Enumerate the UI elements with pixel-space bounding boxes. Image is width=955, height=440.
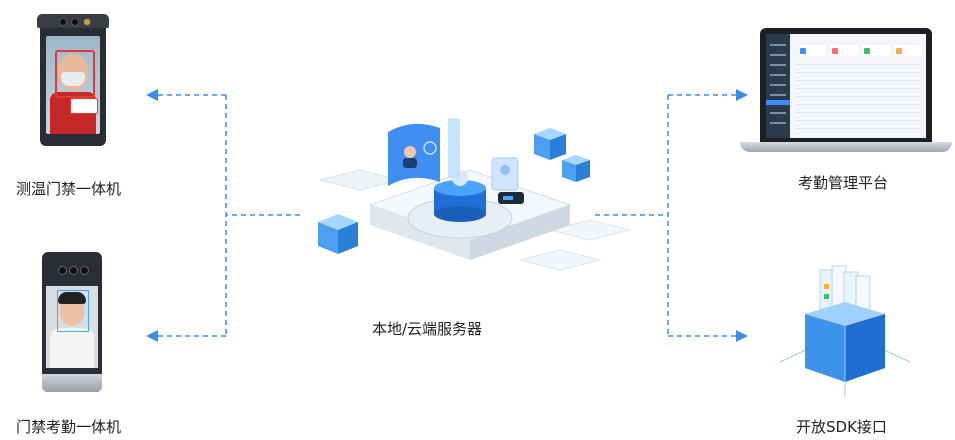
camera-icon <box>58 266 67 275</box>
temp-gate-label: 测温门禁一体机 <box>16 180 122 198</box>
sdk-label: 开放SDK接口 <box>796 418 887 436</box>
detection-frame <box>57 290 89 332</box>
temperature-tag <box>70 98 98 114</box>
person-hair <box>58 292 86 304</box>
server-label: 本地/云端服务器 <box>372 320 483 338</box>
sidebar-line <box>770 44 786 46</box>
temperature-gate-device <box>37 14 109 146</box>
floor-tile <box>519 249 601 271</box>
device-screen <box>46 286 98 368</box>
sidebar-line <box>770 112 786 114</box>
cube-icon <box>318 214 358 254</box>
box-side-left <box>805 314 845 382</box>
attendance-gate-label: 门禁考勤一体机 <box>16 418 122 436</box>
ring-icon <box>423 141 437 155</box>
table-row <box>796 104 920 105</box>
cube-icon <box>534 128 566 160</box>
laptop-screen <box>766 34 926 138</box>
sidebar-line <box>770 84 786 86</box>
sidebar-line <box>770 122 786 124</box>
profile-avatar-icon <box>404 146 416 158</box>
stat-card <box>830 46 858 56</box>
detection-frame <box>55 50 95 98</box>
file-dot <box>824 284 829 289</box>
sidebar-line <box>770 74 786 76</box>
server-platform <box>318 118 630 271</box>
table-row <box>796 72 920 73</box>
sidebar-line <box>770 54 786 56</box>
stat-card <box>894 46 922 56</box>
table-row <box>796 80 920 81</box>
camera-icon <box>71 18 79 26</box>
table-row <box>796 64 920 65</box>
profile-avatar-body <box>403 158 417 168</box>
cube-icon <box>562 155 590 182</box>
device-base <box>42 374 102 392</box>
camera-icon <box>69 266 78 275</box>
table-row <box>796 128 920 129</box>
sensor-icon <box>83 18 91 26</box>
sidebar-line <box>770 64 786 66</box>
sdk-box-icon <box>779 265 911 397</box>
glass-panel <box>448 118 460 178</box>
camera-icon <box>59 18 67 26</box>
laptop-sidebar <box>766 34 790 138</box>
platform-side-left <box>370 205 470 260</box>
file-dot <box>824 294 829 299</box>
platform-side-right <box>470 205 570 260</box>
id-card-avatar <box>500 165 510 175</box>
device-top-bar <box>37 14 109 28</box>
laptop <box>760 28 932 142</box>
table-row <box>796 96 920 97</box>
sidebar-active-item <box>766 100 790 105</box>
server-cylinder-bottom <box>434 206 486 222</box>
table-row <box>796 120 920 121</box>
person-body <box>50 328 94 368</box>
laptop-base <box>740 142 952 152</box>
device-screen <box>46 36 100 134</box>
badge-reader-light <box>503 196 513 200</box>
box-side-right <box>845 314 885 382</box>
face-mask <box>61 72 85 86</box>
table-row <box>796 112 920 113</box>
stat-card <box>798 46 826 56</box>
server-cylinder-top <box>434 180 486 196</box>
camera-icon <box>80 266 89 275</box>
stat-card <box>862 46 890 56</box>
sidebar-line <box>770 94 786 96</box>
table-row <box>796 88 920 89</box>
attendance-gate-device <box>42 252 102 392</box>
platform-label: 考勤管理平台 <box>798 174 889 192</box>
